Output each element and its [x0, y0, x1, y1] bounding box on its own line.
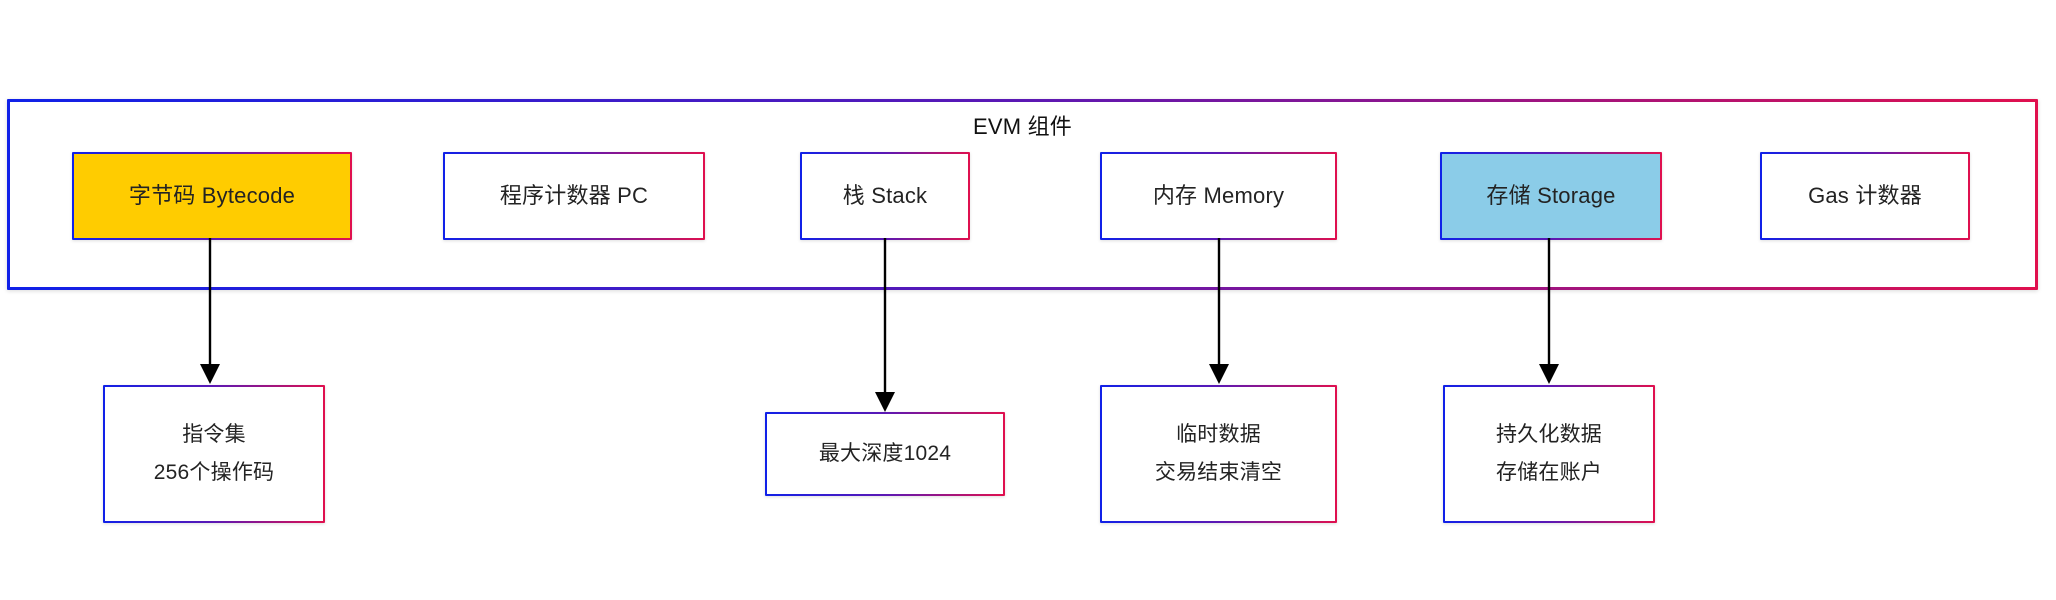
- component-box-pc[interactable]: 程序计数器 PC: [443, 152, 705, 240]
- detail-line-1: 持久化数据: [1496, 423, 1602, 446]
- component-box-bytecode[interactable]: 字节码 Bytecode: [72, 152, 352, 240]
- component-box-storage[interactable]: 存储 Storage: [1440, 152, 1662, 240]
- component-box-gas[interactable]: Gas 计数器: [1760, 152, 1970, 240]
- detail-line-1: 最大深度1024: [818, 442, 952, 465]
- diagram-title: EVM 组件: [973, 114, 1072, 139]
- component-label-memory: 内存 Memory: [1152, 183, 1285, 208]
- detail-box-storage[interactable]: 持久化数据 存储在账户: [1443, 385, 1655, 523]
- component-label-stack: 栈 Stack: [842, 183, 928, 208]
- component-label-pc: 程序计数器 PC: [499, 183, 649, 208]
- component-box-stack[interactable]: 栈 Stack: [800, 152, 970, 240]
- detail-box-memory[interactable]: 临时数据 交易结束清空: [1100, 385, 1337, 523]
- detail-line-2: 存储在账户: [1496, 461, 1602, 484]
- component-box-memory[interactable]: 内存 Memory: [1100, 152, 1337, 240]
- component-label-storage: 存储 Storage: [1486, 183, 1616, 208]
- detail-line-2: 256个操作码: [153, 461, 275, 484]
- component-label-gas: Gas 计数器: [1808, 183, 1922, 208]
- detail-line-1: 临时数据: [1176, 423, 1261, 446]
- component-label-bytecode: 字节码 Bytecode: [128, 183, 296, 208]
- detail-line-1: 指令集: [182, 423, 246, 446]
- detail-box-bytecode[interactable]: 指令集 256个操作码: [103, 385, 325, 523]
- detail-line-2: 交易结束清空: [1154, 461, 1283, 484]
- detail-box-stack[interactable]: 最大深度1024: [765, 412, 1005, 496]
